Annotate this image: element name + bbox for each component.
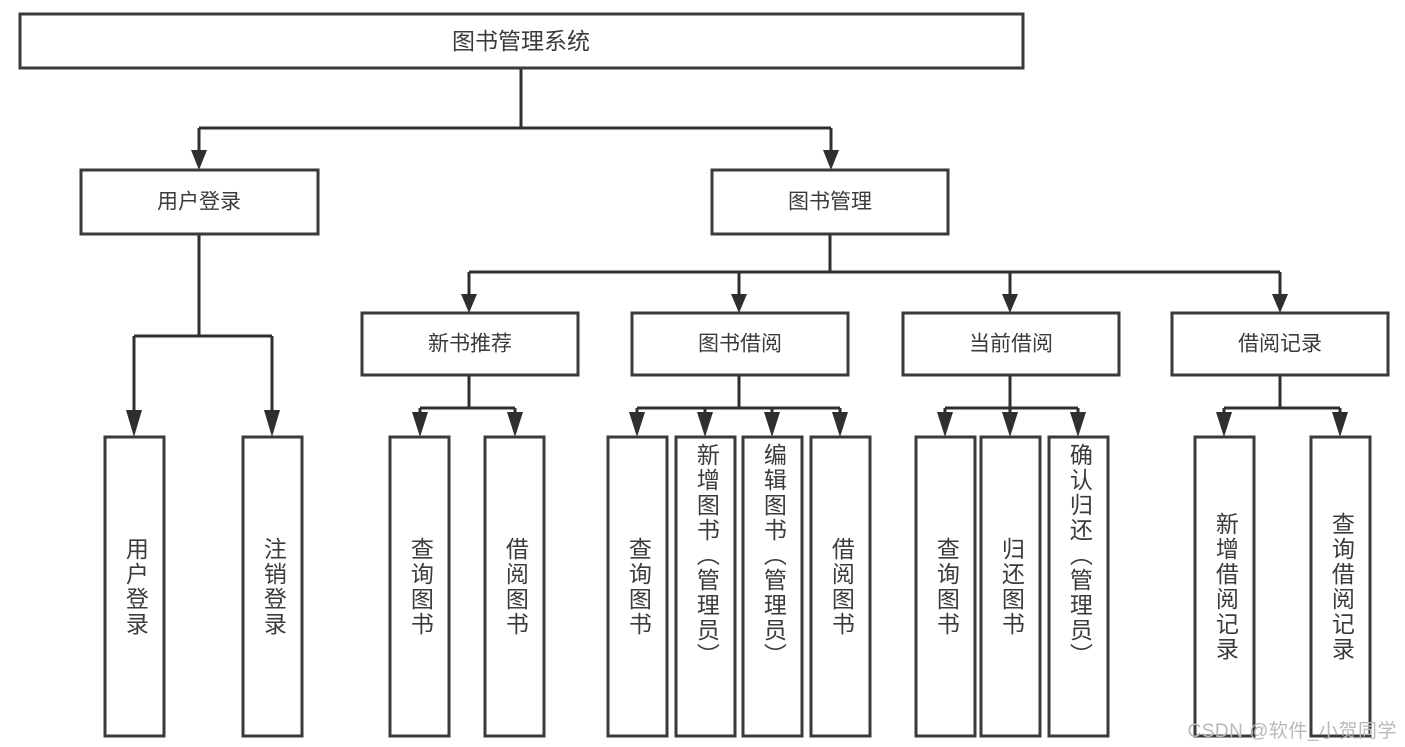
node-box-root[interactable] [18,12,1025,70]
node-box-user-login[interactable] [79,168,320,236]
leaf-box-user-login-0[interactable] [103,435,166,738]
watermark-text: CSDN @软件_小贺同学 [1187,721,1397,742]
node-label-current-borrow: 当前借阅 [969,333,1053,356]
leaf-box-new-book-0[interactable] [388,435,451,738]
node-label-root: 图书管理系统 [452,28,590,54]
node-label-book-management: 图书管理 [788,191,872,214]
node-label-book-borrow: 图书借阅 [698,333,782,356]
node-box-borrow-record[interactable] [1170,311,1390,377]
node-box-current-borrow[interactable] [901,311,1121,377]
leaf-box-borrow-record-1[interactable] [1309,435,1372,738]
node-box-book-borrow[interactable] [630,311,850,377]
leaf-box-book-borrow-1[interactable] [674,435,737,738]
leaf-box-borrow-record-0[interactable] [1193,435,1256,738]
node-box-new-book-recommend[interactable] [360,311,580,377]
leaf-box-current-borrow-0[interactable] [914,435,977,738]
leaf-box-book-borrow-0[interactable] [606,435,669,738]
leaf-box-book-borrow-2[interactable] [741,435,804,738]
node-label-user-login: 用户登录 [157,191,241,214]
connector-bookborrow-to-leaves [629,375,848,437]
connector-newbook-to-leaves [412,375,523,437]
leaf-box-user-login-1[interactable] [241,435,304,738]
leaf-box-current-borrow-1[interactable] [979,435,1042,738]
leaf-box-current-borrow-2[interactable] [1047,435,1110,738]
connector-userlogin-to-leaves [126,234,280,437]
connector-bookmgmt-to-level3 [461,234,1288,313]
node-label-borrow-record: 借阅记录 [1238,333,1322,356]
connector-borrowrecord-to-leaves [1216,375,1348,437]
node-label-new-book-recommend: 新书推荐 [428,333,512,356]
node-box-book-management[interactable] [710,168,950,236]
leaf-box-new-book-1[interactable] [483,435,546,738]
connector-currentborrow-to-leaves [937,375,1086,437]
leaf-box-book-borrow-3[interactable] [809,435,872,738]
connector-root-to-level2 [191,68,839,170]
